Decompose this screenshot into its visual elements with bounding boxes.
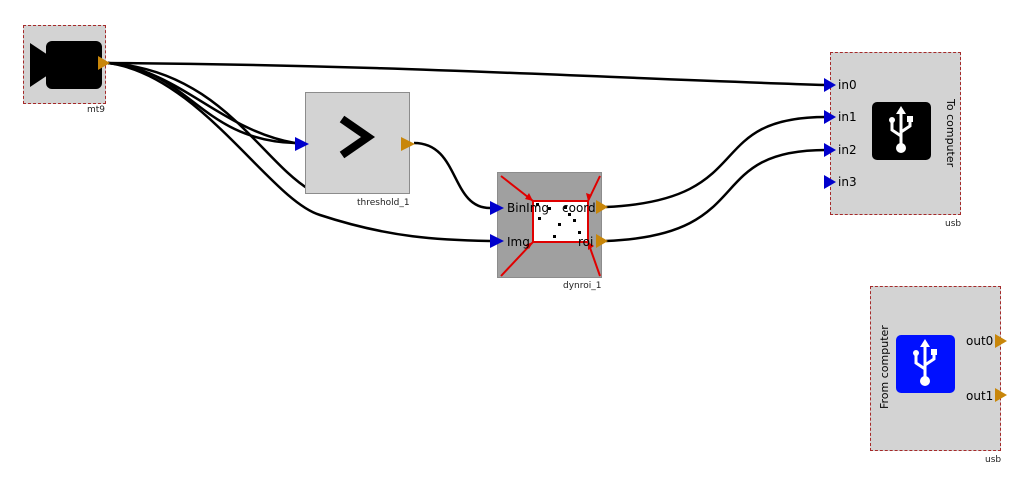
usb-out1-label: out1	[966, 389, 994, 403]
threshold-input-port[interactable]	[295, 137, 309, 151]
usb-out1-output-port[interactable]	[995, 388, 1007, 402]
usb-in3-label: in3	[838, 175, 857, 189]
usb-out0-output-port[interactable]	[995, 334, 1007, 348]
camera-block-mt9[interactable]	[23, 25, 106, 104]
wire-coord-to-in1	[605, 115, 827, 209]
wire-roi-to-in2	[605, 148, 827, 243]
wire-mt9-to-in0	[107, 61, 827, 87]
video-camera-icon	[30, 41, 102, 89]
usb-from-computer-title: From computer	[878, 325, 891, 409]
dynroi-coord-output-port[interactable]	[596, 200, 608, 214]
dynroi-input-img-label: Img	[507, 235, 530, 249]
usb-to-computer-block[interactable]: To computer	[830, 52, 961, 215]
usb-in0-label: in0	[838, 78, 857, 92]
usb-in3-input-port[interactable]	[824, 175, 836, 189]
threshold-block[interactable]	[305, 92, 410, 194]
usb-in2-label: in2	[838, 143, 857, 157]
threshold-output-port[interactable]	[401, 137, 415, 151]
region-of-interest-icon	[500, 175, 601, 277]
mt9-caption: mt9	[87, 105, 106, 115]
usb-in1-input-port[interactable]	[824, 110, 836, 124]
usb-in1-label: in1	[838, 110, 857, 124]
usb-from-computer-block[interactable]: From computer	[870, 286, 1001, 451]
dynroi-input-binimg-label: BinImg	[507, 201, 550, 215]
wire-mt9-to-img-b	[107, 61, 311, 192]
greater-than-icon	[339, 115, 376, 159]
usb-icon	[896, 335, 955, 393]
usb-to-computer-caption: usb	[945, 219, 962, 229]
wire-mt9-to-img	[107, 61, 491, 243]
usb-icon	[872, 102, 931, 160]
usb-out0-label: out0	[966, 334, 994, 348]
wire-threshold-to-binimg	[413, 141, 491, 210]
usb-from-computer-caption: usb	[985, 455, 1002, 465]
dynroi-binimg-input-port[interactable]	[490, 201, 504, 215]
wire-mt9-to-threshold	[107, 61, 296, 145]
dynroi-output-coord-label: coord	[562, 201, 596, 215]
mt9-output-port[interactable]	[98, 56, 110, 70]
usb-in0-input-port[interactable]	[824, 78, 836, 92]
usb-in2-input-port[interactable]	[824, 143, 836, 157]
dynroi-roi-output-port[interactable]	[596, 234, 608, 248]
wire-mt9-to-threshold-b	[107, 61, 296, 145]
dynroi-img-input-port[interactable]	[490, 234, 504, 248]
usb-to-computer-title: To computer	[944, 99, 957, 168]
dynroi-block[interactable]	[497, 172, 602, 278]
dynroi-caption: dynroi_1	[563, 281, 602, 291]
threshold-caption: threshold_1	[357, 198, 410, 208]
dynroi-output-roi-label: roi	[578, 235, 594, 249]
